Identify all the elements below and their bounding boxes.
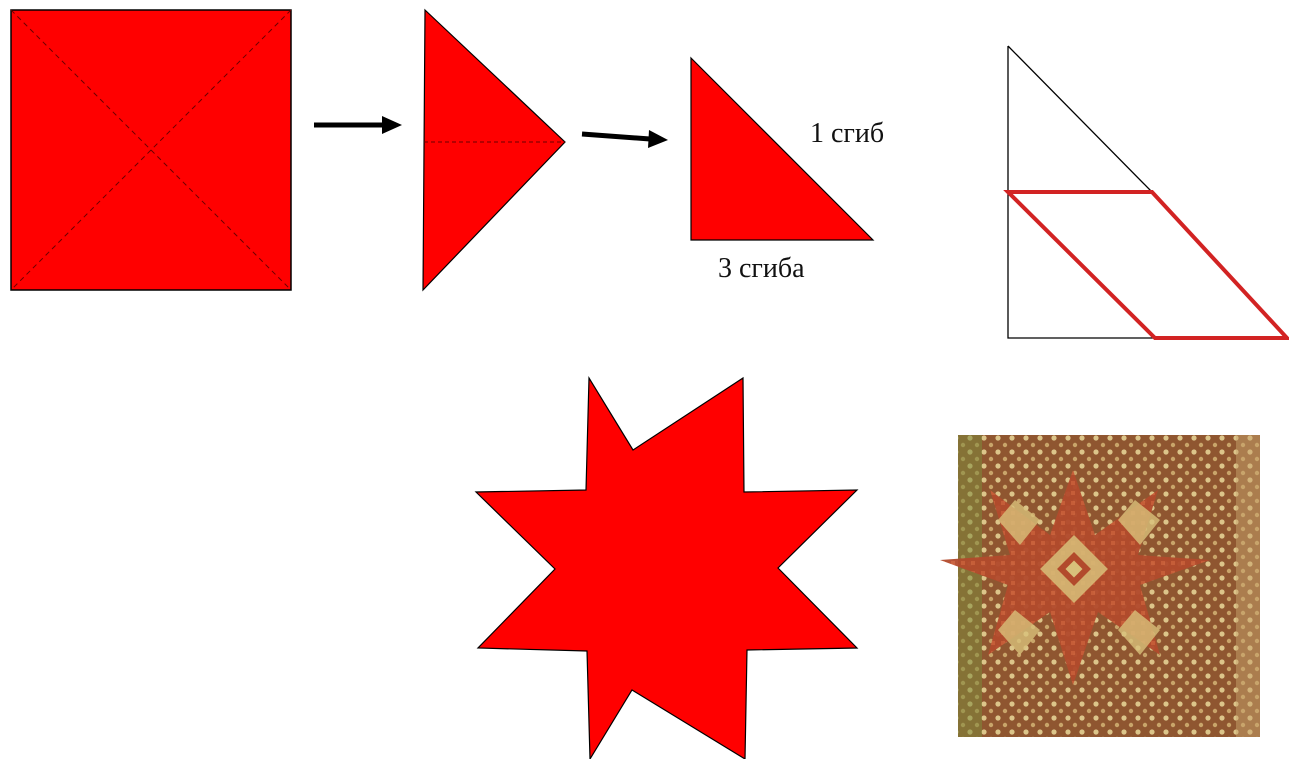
right-arrow-icon — [314, 116, 402, 134]
right-arrow-icon — [581, 130, 668, 148]
eight-point-star — [474, 375, 859, 759]
half-fold-triangle — [422, 8, 566, 292]
fold-three-label: 3 сгиба — [718, 253, 805, 284]
embroidered-star-ornament-photo — [940, 435, 1260, 737]
quarter-fold-triangle — [690, 56, 875, 241]
fold-one-label: 1 сгиб — [810, 118, 884, 149]
square-with-diagonals — [10, 9, 292, 291]
cut-template — [1003, 45, 1289, 340]
